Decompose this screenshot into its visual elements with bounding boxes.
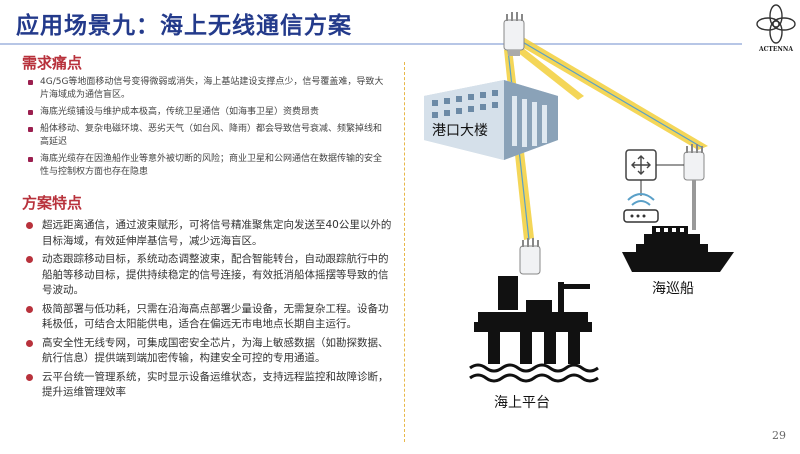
beam-to-building bbox=[512, 44, 584, 100]
port-building-label: 港口大楼 bbox=[432, 123, 488, 139]
title-underline bbox=[0, 43, 742, 45]
link-to-ship bbox=[513, 36, 704, 149]
list-item: 海底光缆铺设与维护成本极高，传统卫星通信（如海事卫星）资费昂贵 bbox=[26, 106, 386, 119]
offshore-platform-icon bbox=[469, 276, 599, 383]
list-item: 云平台统一管理系统，实时显示设备运维状态，支持远程监控和故障诊断，提升运维管理效… bbox=[24, 370, 396, 401]
list-item: 动态跟踪移动目标，系统动态调整波束，配合智能转台，自动跟踪航行中的船舶等移动目标… bbox=[24, 252, 396, 299]
switch-icon bbox=[625, 149, 684, 196]
knot-logo-icon bbox=[756, 4, 796, 44]
page-number: 29 bbox=[772, 429, 786, 442]
page-title: 应用场景九：海上无线通信方案 bbox=[16, 13, 352, 39]
list-item: 高安全性无线专网，可集成国密安全芯片，为海上敏感数据（如勘探数据、航行信息）提供… bbox=[24, 336, 396, 367]
features-heading: 方案特点 bbox=[22, 194, 83, 212]
network-diagram: 港口大楼 海巡船 海上平台 bbox=[408, 0, 800, 450]
patrol-ship-label: 海巡船 bbox=[652, 281, 694, 297]
list-item: 4G/5G等地面移动信号变得微弱或消失，海上基站建设支撑点少，信号覆盖难，导致大… bbox=[26, 76, 386, 102]
offshore-platform-label: 海上平台 bbox=[494, 395, 550, 411]
list-item: 超远距离通信，通过波束赋形，可将信号精准聚焦定向发送至40公里以外的目标海域，有… bbox=[24, 218, 396, 249]
brand-logo: ACTENNA bbox=[755, 2, 797, 58]
beam-to-ship bbox=[510, 34, 708, 150]
diagram-canvas bbox=[424, 12, 734, 383]
antenna-building-icon bbox=[503, 12, 525, 56]
features-list: 超远距离通信，通过波束赋形，可将信号精准聚焦定向发送至40公里以外的目标海域，有… bbox=[24, 218, 396, 404]
list-item: 海底光缆存在因渔船作业等意外被切断的风险；商业卫星和公网通信在数据传输的安全性与… bbox=[26, 153, 386, 179]
patrol-ship-icon bbox=[622, 226, 734, 272]
list-item: 极简部署与低功耗，只需在沿海高点部署少量设备，无需复杂工程。设备功耗极低，可结合… bbox=[24, 302, 396, 333]
antenna-platform-icon bbox=[519, 238, 541, 275]
port-building-icon bbox=[424, 80, 558, 160]
brand-name: ACTENNA bbox=[758, 46, 794, 53]
wifi-router-icon bbox=[623, 193, 659, 223]
list-item: 船体移动、复杂电磁环境、恶劣天气（如台风、降雨）都会导致信号衰减、频繁掉线和高延… bbox=[26, 123, 386, 149]
pain-points-list: 4G/5G等地面移动信号变得微弱或消失，海上基站建设支撑点少，信号覆盖难，导致大… bbox=[26, 76, 386, 183]
pain-points-heading: 需求痛点 bbox=[22, 54, 83, 72]
antenna-ship-icon bbox=[683, 144, 705, 230]
section-divider bbox=[404, 62, 405, 442]
